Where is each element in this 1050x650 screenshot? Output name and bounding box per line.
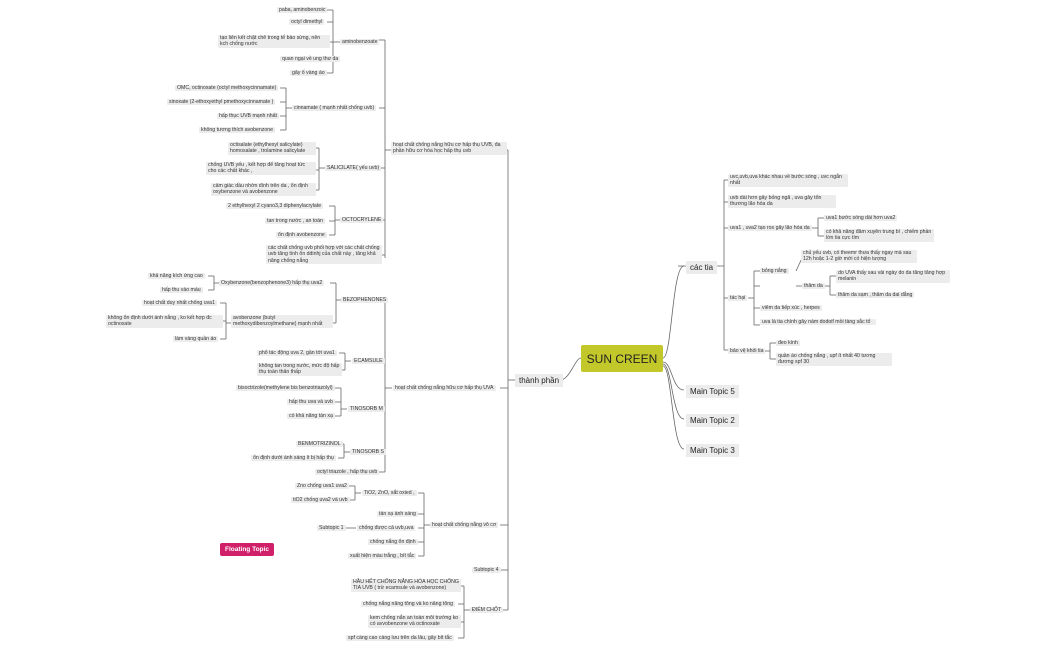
leaf-tio2-0[interactable]: Zno chống uva1 uva2 — [295, 483, 349, 490]
topic-aminobenzoate[interactable]: aminobenzoate — [340, 39, 380, 46]
leaf-chot-0[interactable]: HẦU HẾT CHỐNG NẮNG HÓA HỌC CHỐNG TIA UVB… — [351, 579, 461, 592]
leaf-avo-2[interactable]: làm vàng quần áo — [173, 336, 219, 343]
leaf-amino-1[interactable]: octyl dimethyl — [289, 19, 325, 26]
leaf-chot-3[interactable]: spf càng cao càng lưu trên da lâu, gây b… — [346, 635, 454, 642]
topic-avobenzone[interactable]: avobenzone (butyl methoxydibenzoylmethan… — [231, 315, 333, 328]
leaf-bao-0[interactable]: đeo kính — [776, 340, 800, 347]
topic-tinosorb-m[interactable]: TINOSORB M — [348, 406, 385, 413]
leaf-cinn-2[interactable]: hấp thục UVB mạnh nhất — [217, 113, 279, 120]
topic-tac-hai[interactable]: tác hại — [728, 295, 748, 302]
topic-benzophenones[interactable]: BEZOPHENONES — [341, 297, 389, 304]
leaf-amino-4[interactable]: gây ố vàng áo — [290, 70, 327, 77]
topic-tio2-zno[interactable]: TiO2, ZnO, sắt oxied , — [362, 490, 417, 497]
leaf-tia-1[interactable]: uvb dài hơn gây bỏng ngã , uva gây tổn t… — [728, 195, 836, 208]
leaf-inorg-3[interactable]: xuất hiện màu trắng , bít tắc — [348, 553, 417, 560]
floating-topic[interactable]: Floating Topic — [220, 543, 274, 556]
topic-inorganic[interactable]: hoạt chất chống nắng vô cơ — [430, 522, 499, 529]
leaf-inorg-2[interactable]: chống nắng ổn định — [368, 539, 418, 546]
topic-uva-sub[interactable]: uva1 , uva2 tạo ros gây lão hóa da — [728, 225, 812, 232]
leaf-sal-1[interactable]: chống UVB yếu , kết hợp để tăng hoạt tức… — [206, 162, 316, 175]
leaf-oxy-1[interactable]: hấp thu vào máu — [160, 287, 203, 294]
topic-bao-ve[interactable]: bảo vệ khỏi tia — [728, 348, 766, 355]
leaf-tac-hai-0[interactable]: viêm da tiếp xúc , herpes — [760, 305, 822, 312]
topic-salicylate[interactable]: SALICILATE( yếu uvb) — [325, 165, 382, 172]
topic-subtopic-1[interactable]: Subtopic 1 — [317, 525, 346, 532]
leaf-tm-1[interactable]: hấp thu uva và uvb — [287, 399, 335, 406]
topic-cac-tia[interactable]: các tia — [686, 261, 718, 274]
leaf-chot-1[interactable]: chống nắng nâng tông và ko nâng tông — [361, 601, 455, 608]
leaf-amino-2[interactable]: tạo liên kết chặt chẽ trong tế bào sừng,… — [218, 35, 330, 48]
leaf-inorg-0[interactable]: tán xạ ánh sáng — [377, 511, 418, 518]
leaf-sal-2[interactable]: cảm giác dầu nhờn dính trên da , ổn định… — [211, 183, 316, 196]
leaf-uvb-combo[interactable]: các chất chống uvb phối hợp với các chất… — [266, 245, 382, 265]
topic-tham-da[interactable]: thâm da — [802, 283, 825, 290]
leaf-ts-0[interactable]: BENMOTRIZINOL — [296, 441, 343, 448]
leaf-cinn-0[interactable]: OMC, octinoxate (octyl methoxycinnamate) — [175, 85, 279, 92]
topic-main-3[interactable]: Main Topic 3 — [686, 444, 739, 457]
topic-uvb-group[interactable]: hoạt chất chống nắng hữu cơ hấp thụ UVB,… — [391, 142, 507, 155]
leaf-eca-1[interactable]: không tan trong nước, mức độ hấp thụ toà… — [257, 363, 342, 376]
leaf-tm-0[interactable]: bisoctrizole(methylene bis benzotriazoly… — [236, 385, 335, 392]
topic-thanh-phan[interactable]: thành phần — [515, 374, 564, 387]
leaf-avo-1[interactable]: không ổn định dưới ánh nắng , ko kết hợp… — [106, 315, 223, 328]
topic-main-2[interactable]: Main Topic 2 — [686, 414, 739, 427]
leaf-avo-0[interactable]: hoạt chất duy nhất chống uva1 — [142, 300, 217, 307]
leaf-amino-3[interactable]: quan ngại về ung thư da — [280, 56, 341, 63]
leaf-octo-2[interactable]: ổn định avobenzone — [276, 232, 327, 239]
leaf-octo-0[interactable]: 2 ethylhexyl 2 cyano3,3 diphenylacrylate — [226, 203, 324, 210]
leaf-chot-2[interactable]: kem chống nắn an toàn môi trường ko có a… — [368, 615, 461, 628]
topic-diem-chot[interactable]: ĐIỂM CHỐT — [470, 607, 504, 614]
leaf-ts-1[interactable]: ổn định dưới ánh sáng ít bị hấp thụ — [251, 455, 336, 462]
leaf-uva-sub-1[interactable]: có khả năng đâm xuyên trung bì , chiếm p… — [824, 229, 934, 242]
topic-main-5[interactable]: Main Topic 5 — [686, 385, 739, 398]
topic-uva-group[interactable]: hoạt chất chống nắng hữu cơ hấp thụ UVA — [393, 385, 496, 392]
topic-tinosorb-s[interactable]: TINOSORB S — [350, 449, 386, 456]
leaf-octo-1[interactable]: tan trong nước , an toàn — [265, 218, 325, 225]
leaf-inorg-1[interactable]: chống được cả uvb,uva — [357, 525, 416, 532]
topic-cinnamate[interactable]: cinnamate ( mạnh nhất chống uvb) — [292, 105, 377, 112]
topic-bong-nang[interactable]: bỏng nắng — [760, 268, 789, 275]
topic-oxybenzone[interactable]: Oxybenzone(benzophenone3) hấp thụ uva2 — [219, 280, 325, 287]
leaf-tm-2[interactable]: có khả năng tán xạ — [287, 413, 335, 420]
leaf-octyl-triazole[interactable]: octyl triazole , hấp thụ uvb — [315, 469, 380, 476]
topic-octocrylene[interactable]: OCTOCRYLENE — [340, 217, 384, 224]
topic-ecamsule[interactable]: ECAMSULE — [352, 358, 385, 365]
leaf-tio2-1[interactable]: tiO2 chống uva2 và uvb — [291, 497, 350, 504]
leaf-bao-1[interactable]: quần áo chống nắng , upf ít nhất 40 tươn… — [776, 353, 892, 366]
leaf-oxy-0[interactable]: khả năng kích ứng cao — [148, 273, 205, 280]
leaf-cinn-3[interactable]: không tương thích avobenzone — [199, 127, 276, 134]
central-topic[interactable]: SUN CREEN — [581, 345, 663, 372]
leaf-bong[interactable]: chủ yếu uvb, có theemr thưa thấy ngay mà… — [801, 250, 917, 263]
leaf-tac-hai-1[interactable]: uva là tia chính gây nám dodoif mồi tàng… — [760, 319, 876, 326]
leaf-cinn-1[interactable]: sinoxate (2-ethoxyethyl pmethoxycinnamat… — [167, 99, 276, 106]
leaf-eca-0[interactable]: phổ tác động uva 2, gần tới uva1 — [257, 350, 337, 357]
leaf-tia-0[interactable]: uvc,uvb,uva khác nhau về bước sóng , uvc… — [728, 174, 848, 187]
leaf-sal-0[interactable]: octisalate (ethylhexyl salicylate) homos… — [228, 142, 316, 155]
leaf-tham-1[interactable]: thâm da sạm , thâm da dai dẳng — [836, 292, 915, 299]
leaf-uva-sub-0[interactable]: uva1 bước sóng dài hơn uva2 — [824, 215, 898, 222]
topic-subtopic-4[interactable]: Subtopic 4 — [472, 567, 501, 574]
leaf-amino-0[interactable]: pabа, aminobenzoic — [277, 7, 328, 14]
leaf-tham-0[interactable]: do UVA thấy sau vài ngày do da tăng tăng… — [836, 270, 950, 283]
